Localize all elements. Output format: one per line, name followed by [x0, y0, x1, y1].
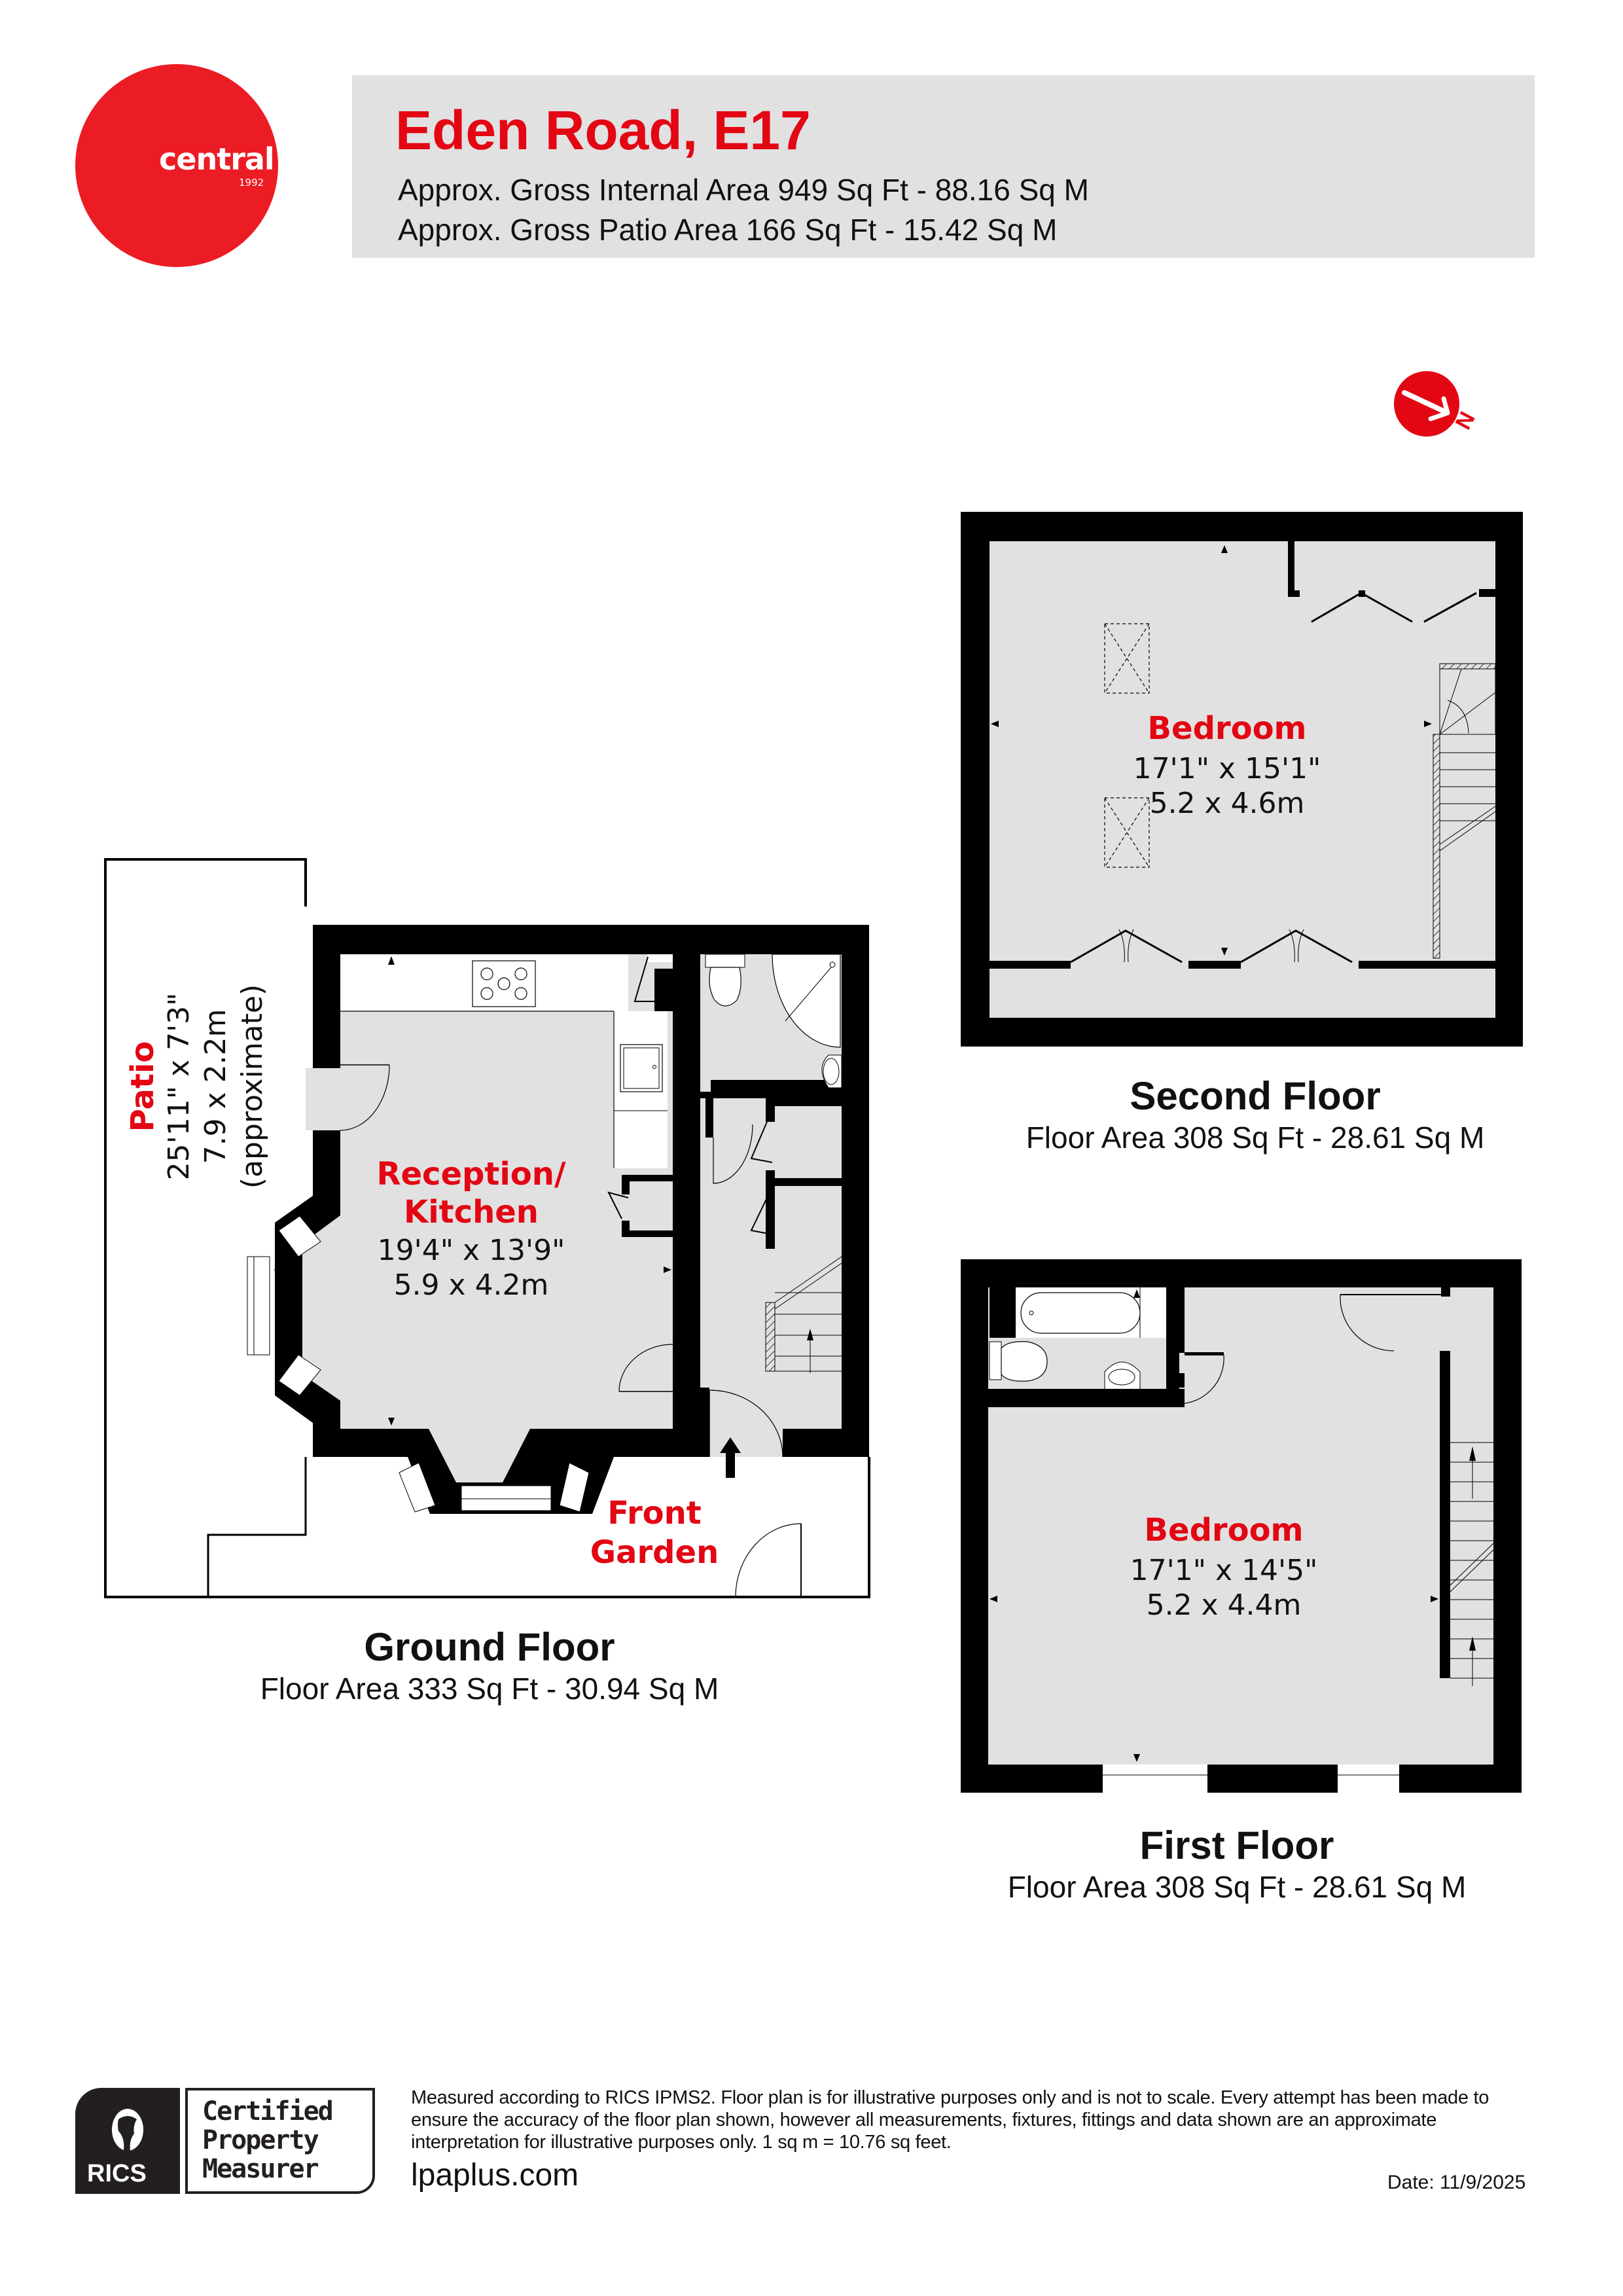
front-garden-line1: Front [607, 1495, 702, 1532]
patio-name: Patio [124, 1041, 161, 1132]
room-metric: 5.2 x 4.6m [1149, 787, 1305, 820]
rics-lion-icon [112, 2109, 143, 2151]
ground-floor-plan [104, 858, 870, 1598]
ground-floor-caption: Ground Floor Floor Area 333 Sq Ft - 30.9… [195, 1624, 784, 1706]
rics-line3: Measurer [202, 2154, 319, 2184]
floor-area: Floor Area 308 Sq Ft - 28.61 Sq M [1007, 1870, 1467, 1904]
floor-area: Floor Area 308 Sq Ft - 28.61 Sq M [1026, 1121, 1485, 1155]
first-floor-caption: First Floor Floor Area 308 Sq Ft - 28.61… [942, 1823, 1531, 1905]
header-panel: Eden Road, E17 Approx. Gross Internal Ar… [352, 75, 1535, 258]
patio-metric: 7.9 x 2.2m [199, 1009, 232, 1164]
rics-certification-box: Certified Property Measurer [185, 2088, 375, 2194]
room-name-line1: Reception/ [376, 1156, 566, 1193]
first-floor-plan [961, 1259, 1522, 1793]
patio-note: (approximate) [236, 984, 269, 1189]
rics-badge: RICS Certified Property Measurer [75, 2088, 376, 2194]
plan-date: Date: 11/9/2025 [1387, 2172, 1526, 2193]
property-title: Eden Road, E17 [395, 99, 811, 161]
room-imperial: 17'1" x 14'5" [1130, 1554, 1318, 1587]
logo-word: central [159, 141, 275, 177]
patio-imperial: 25'11" x 7'3" [162, 992, 196, 1181]
second-floor-caption: Second Floor Floor Area 308 Sq Ft - 28.6… [961, 1073, 1550, 1155]
patio-label: Patio 25'11" x 7'3" 7.9 x 2.2m (approxim… [124, 949, 294, 1224]
room-name-line2: Kitchen [404, 1194, 539, 1230]
room-name: Bedroom [1144, 1512, 1304, 1549]
floor-title: Ground Floor [364, 1625, 615, 1669]
rics-org: RICS [87, 2160, 147, 2187]
floor-title: First Floor [1139, 1823, 1334, 1867]
second-floor-room-label: Bedroom 17'1" x 15'1" 5.2 x 4.6m [1080, 710, 1374, 820]
north-arrow-icon: N [1394, 371, 1480, 437]
gross-patio-area: Approx. Gross Patio Area 166 Sq Ft - 15.… [398, 213, 1058, 247]
website-link[interactable]: lpaplus.com [411, 2158, 579, 2193]
rics-line1: Certified [202, 2096, 334, 2126]
rics-mark: RICS [75, 2088, 180, 2194]
floor-area: Floor Area 333 Sq Ft - 30.94 Sq M [260, 1672, 719, 1706]
logo-year: 1992 [239, 177, 264, 188]
room-metric: 5.2 x 4.4m [1146, 1588, 1302, 1622]
ground-floor-room-label: Reception/ Kitchen 19'4" x 13'9" 5.9 x 4… [327, 1155, 615, 1302]
second-floor-plan [961, 512, 1523, 1047]
floor-title: Second Floor [1130, 1074, 1381, 1118]
front-garden-line2: Garden [590, 1534, 719, 1571]
first-floor-room-label: Bedroom 17'1" x 14'5" 5.2 x 4.4m [1073, 1512, 1374, 1622]
room-metric: 5.9 x 4.2m [393, 1268, 549, 1302]
room-imperial: 19'4" x 13'9" [377, 1234, 565, 1267]
central-logo: central 1992 [75, 64, 278, 267]
room-imperial: 17'1" x 15'1" [1133, 752, 1321, 785]
gross-internal-area: Approx. Gross Internal Area 949 Sq Ft - … [398, 173, 1089, 207]
room-name: Bedroom [1147, 710, 1307, 747]
rics-line2: Property [202, 2125, 319, 2155]
disclaimer-text: Measured according to RICS IPMS2. Floor … [411, 2087, 1489, 2153]
front-garden-label: Front Garden [576, 1494, 733, 1572]
